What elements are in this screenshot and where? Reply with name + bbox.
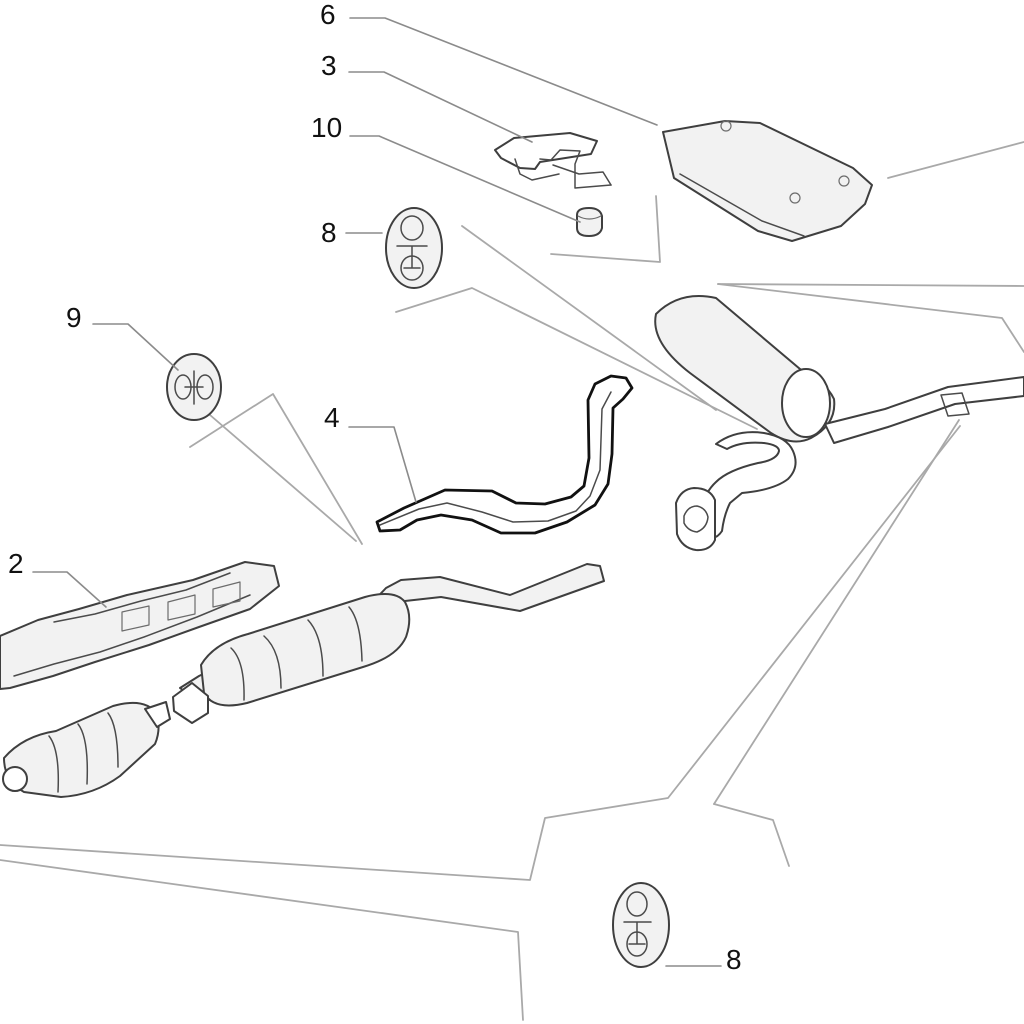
- front-exhaust-coupler: [172, 682, 209, 724]
- leader-6: [349, 17, 658, 126]
- guide-line-center-long: [395, 287, 758, 430]
- intermediate-pipe: [375, 374, 634, 535]
- left-rubber-hanger-center: [184, 370, 204, 405]
- guide-line-right-vertical: [713, 419, 960, 805]
- callout-label-10: 10: [311, 112, 342, 143]
- lower-rubber-hanger-inner-top: [626, 891, 648, 917]
- rear-heat-shield: [662, 120, 873, 242]
- heat-shield-part: [662, 120, 873, 242]
- callout-label-2: 2: [8, 548, 24, 579]
- front-exhaust-resonator-band-4: [348, 606, 363, 662]
- leader-3: [348, 71, 533, 143]
- rear-muffler-end-cap: [781, 368, 831, 438]
- front-catalytic-band-1: [48, 735, 60, 793]
- front-heat-shield-slot-2: [167, 594, 196, 621]
- front-heat-shield-detail-2: [13, 594, 251, 677]
- exhaust-bracket-rod-2: [539, 149, 612, 189]
- front-catalytic-inlet: [2, 766, 28, 792]
- guide-line-right-hanger: [717, 283, 1024, 353]
- front-heat-shield-part: [0, 561, 280, 690]
- leader-4: [348, 426, 417, 503]
- rear-heat-shield-hole-2: [838, 175, 850, 187]
- guide-line-left-upper: [189, 393, 363, 545]
- rear-heat-shield-hole-1: [720, 120, 732, 132]
- guide-line-top-right: [887, 141, 1024, 179]
- guide-line-upper-right: [717, 283, 1024, 287]
- upper-rubber-hanger-inner-top: [400, 215, 424, 241]
- bottom-hanger-part: [612, 882, 670, 968]
- guide-line-top-mid: [461, 225, 717, 411]
- rubber-grommet-top: [577, 215, 602, 220]
- exhaust-bracket-rod-1: [514, 158, 560, 181]
- callout-label-6: 6: [320, 0, 336, 30]
- guide-lines: [0, 141, 1024, 1021]
- bracket-part: [494, 132, 612, 189]
- callout-label-8-bottom: 8: [726, 944, 742, 975]
- front-exhaust-resonator-band-1: [230, 647, 245, 701]
- intermediate-pipe-center-line: [379, 391, 612, 526]
- guide-line-bottom-left-1: [0, 425, 961, 881]
- front-catalytic-band-2: [77, 723, 89, 785]
- leader-2: [32, 571, 107, 608]
- rear-muffler-part: [654, 295, 1024, 552]
- rear-muffler-clamp: [940, 392, 970, 417]
- upper-rubber-hanger: [385, 207, 443, 289]
- front-exhaust-resonator-band-3: [307, 619, 324, 677]
- callout-labels: 6 3 10 8 9 4 2 8: [8, 0, 742, 975]
- exhaust-bracket-rod-3: [552, 164, 612, 186]
- grommet-part: [576, 207, 603, 237]
- rear-heat-shield-hole-3: [789, 192, 801, 204]
- intermediate-pipe-part: [375, 374, 634, 535]
- front-catalytic-band-3: [107, 712, 119, 768]
- rear-heat-shield-edge: [679, 173, 805, 237]
- leader-9: [92, 323, 179, 371]
- guide-line-bottom-right: [713, 803, 790, 867]
- rear-muffler-flange: [675, 487, 716, 552]
- lower-rubber-hanger-center: [623, 921, 652, 945]
- upper-rubber-hanger-center: [396, 245, 428, 269]
- rear-muffler-connector: [824, 376, 1024, 444]
- callout-label-9: 9: [66, 302, 82, 333]
- front-catalytic-outlet: [144, 701, 171, 728]
- rear-muffler-flange-ring: [683, 505, 709, 533]
- top-hanger-part: [385, 207, 443, 289]
- left-hanger-part: [166, 353, 222, 421]
- front-heat-shield-slot-3: [212, 581, 241, 608]
- exhaust-bracket-plate: [494, 132, 598, 170]
- front-catalytic-converter: [3, 701, 160, 798]
- callout-label-3: 3: [321, 50, 337, 81]
- leader-10: [349, 135, 581, 223]
- front-heat-shield-detail-1: [53, 572, 231, 623]
- callout-label-4: 4: [324, 402, 340, 433]
- front-exhaust-part: [2, 563, 605, 798]
- guide-line-top-bracket: [550, 195, 661, 263]
- front-exhaust-resonator-band-2: [263, 635, 282, 689]
- guide-line-bottom-left-2: [0, 859, 524, 1021]
- front-heat-shield: [0, 561, 280, 690]
- guide-line-left-lower: [209, 414, 357, 542]
- front-heat-shield-slot-1: [121, 605, 150, 632]
- rubber-grommet: [576, 207, 603, 237]
- callout-leaders: [32, 17, 722, 967]
- callout-label-8-top: 8: [321, 217, 337, 248]
